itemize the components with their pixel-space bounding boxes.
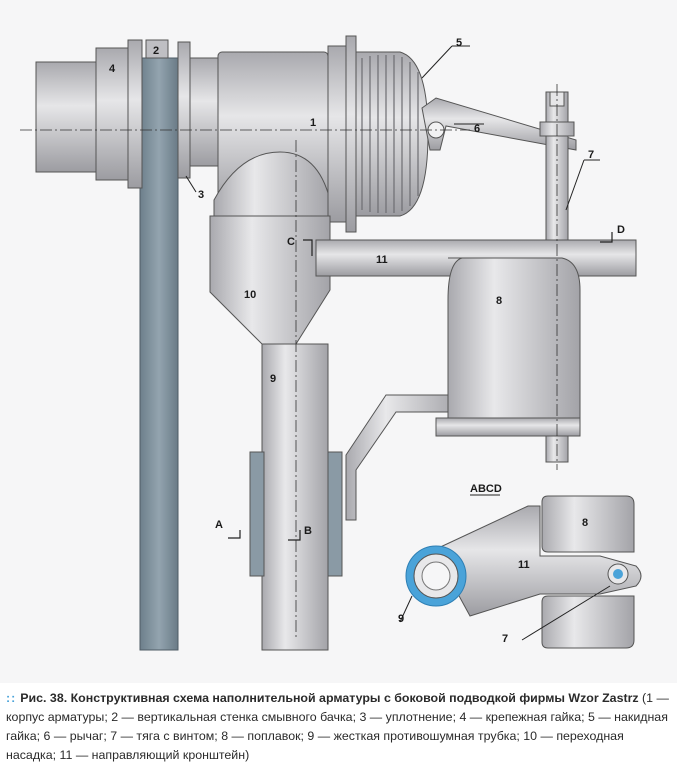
lever — [421, 97, 577, 151]
callout-10: 10 — [244, 289, 256, 301]
section-marks — [228, 232, 613, 541]
caption-title: . Конструктивная схема наполнительной ар… — [63, 691, 639, 705]
callout-6: 6 — [474, 123, 480, 135]
float — [447, 257, 581, 419]
tank-wall — [139, 57, 179, 651]
center-lines — [20, 84, 558, 640]
caption-figure-number: Рис. 38 — [20, 691, 64, 705]
sv-label-8: 8 — [582, 517, 588, 529]
inlet-pipe — [35, 61, 97, 173]
anti-noise-tube — [261, 343, 329, 651]
tube-sleeve-right — [327, 451, 343, 577]
section-mark-a: A — [215, 519, 223, 531]
fill-valve-diagram: C D A B 1 2 3 4 5 6 7 8 9 10 11 ABCD — [20, 35, 642, 651]
tube-sleeve-left — [249, 451, 265, 577]
callout-1: 1 — [310, 117, 316, 129]
callout-5: 5 — [456, 37, 462, 49]
seal — [177, 41, 191, 179]
nut-collar — [127, 39, 143, 189]
section-view: ABCD 8 11 9 7 — [398, 483, 642, 649]
sv-label-11: 11 — [518, 559, 530, 571]
callout-numbers: 1 2 3 4 5 6 7 8 9 10 11 — [109, 37, 594, 385]
callout-7: 7 — [588, 149, 594, 161]
callout-11: 11 — [376, 254, 388, 266]
sv-label-9: 9 — [398, 613, 404, 625]
section-mark-d: D — [617, 224, 625, 236]
callout-4: 4 — [109, 63, 116, 75]
section-mark-b: B — [304, 525, 312, 537]
callout-2: 2 — [153, 45, 159, 57]
leader-lines — [185, 45, 600, 211]
union-nut — [327, 35, 429, 233]
section-view-title: ABCD — [470, 483, 502, 495]
callout-9: 9 — [270, 373, 276, 385]
float-base — [435, 417, 581, 437]
sv-label-7: 7 — [502, 633, 508, 645]
callout-8: 8 — [496, 295, 502, 307]
caption-marker: :: — [6, 691, 17, 705]
callout-3: 3 — [198, 189, 204, 201]
caption-body: (1 — корпус арматуры; 2 — вертикальная с… — [6, 691, 669, 762]
body-neck — [189, 57, 219, 167]
figure-caption: ::Рис. 38. Конструктивная схема наполнит… — [6, 689, 672, 765]
section-mark-c: C — [287, 236, 295, 248]
